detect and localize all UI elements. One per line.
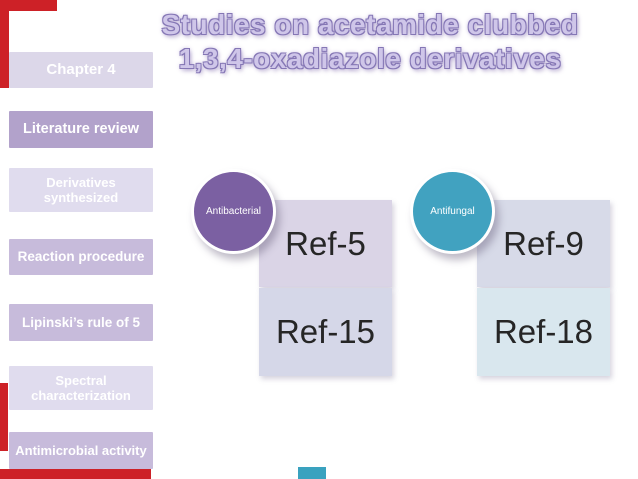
- red-border-fragment-bottom-left-vertical: [0, 383, 8, 451]
- red-border-fragment-bottom-horizontal: [0, 469, 151, 479]
- ref-label: Ref-9: [503, 224, 584, 262]
- sidebar-item-label: Lipinski’s rule of 5: [21, 314, 141, 330]
- sidebar-item-literature-review[interactable]: Literature review: [9, 111, 153, 148]
- sidebar-item-label: Chapter 4: [46, 61, 116, 79]
- circle-label: Antibacterial: [205, 206, 262, 217]
- ref-box-ref-5: Ref-5: [259, 200, 392, 287]
- ref-label: Ref-5: [285, 224, 366, 262]
- antibacterial-circle: Antibacterial: [191, 169, 276, 254]
- sidebar-item-label: Spectral characterization: [31, 372, 131, 403]
- sidebar-item-derivatives-synthesized[interactable]: Derivatives synthesized: [9, 168, 153, 212]
- slide-title-line-2: 1,3,4-oxadiazole derivatives: [178, 43, 562, 74]
- slide-title: Studies on acetamide clubbed 1,3,4-oxadi…: [150, 8, 590, 76]
- sidebar-item-label: Derivatives synthesized: [43, 174, 119, 205]
- sidebar-item-lipinskis-rule-of-5[interactable]: Lipinski’s rule of 5: [9, 304, 153, 341]
- sidebar-item-spectral-characterization[interactable]: Spectral characterization: [9, 366, 153, 410]
- sidebar-item-label: Literature review: [22, 120, 140, 137]
- ref-label: Ref-15: [275, 313, 376, 350]
- sidebar-item-chapter-4[interactable]: Chapter 4: [9, 52, 153, 88]
- red-border-fragment-top-left-vertical: [0, 0, 9, 88]
- slide-title-line-1: Studies on acetamide clubbed: [161, 9, 579, 40]
- ref-label: Ref-18: [493, 313, 594, 350]
- red-border-fragment-top-horizontal: [9, 0, 57, 11]
- teal-marker: [298, 467, 326, 479]
- ref-box-ref-18: Ref-18: [477, 288, 610, 376]
- ref-box-ref-15: Ref-15: [259, 288, 392, 376]
- sidebar-item-antimicrobial-activity[interactable]: Antimicrobial activity: [9, 432, 153, 469]
- sidebar-item-label: Reaction procedure: [17, 249, 145, 265]
- sidebar-item-reaction-procedure[interactable]: Reaction procedure: [9, 239, 153, 275]
- circle-label: Antifungal: [430, 206, 475, 217]
- ref-box-ref-9: Ref-9: [477, 200, 610, 287]
- sidebar-item-label: Antimicrobial activity: [15, 442, 147, 458]
- antifungal-circle: Antifungal: [410, 169, 495, 254]
